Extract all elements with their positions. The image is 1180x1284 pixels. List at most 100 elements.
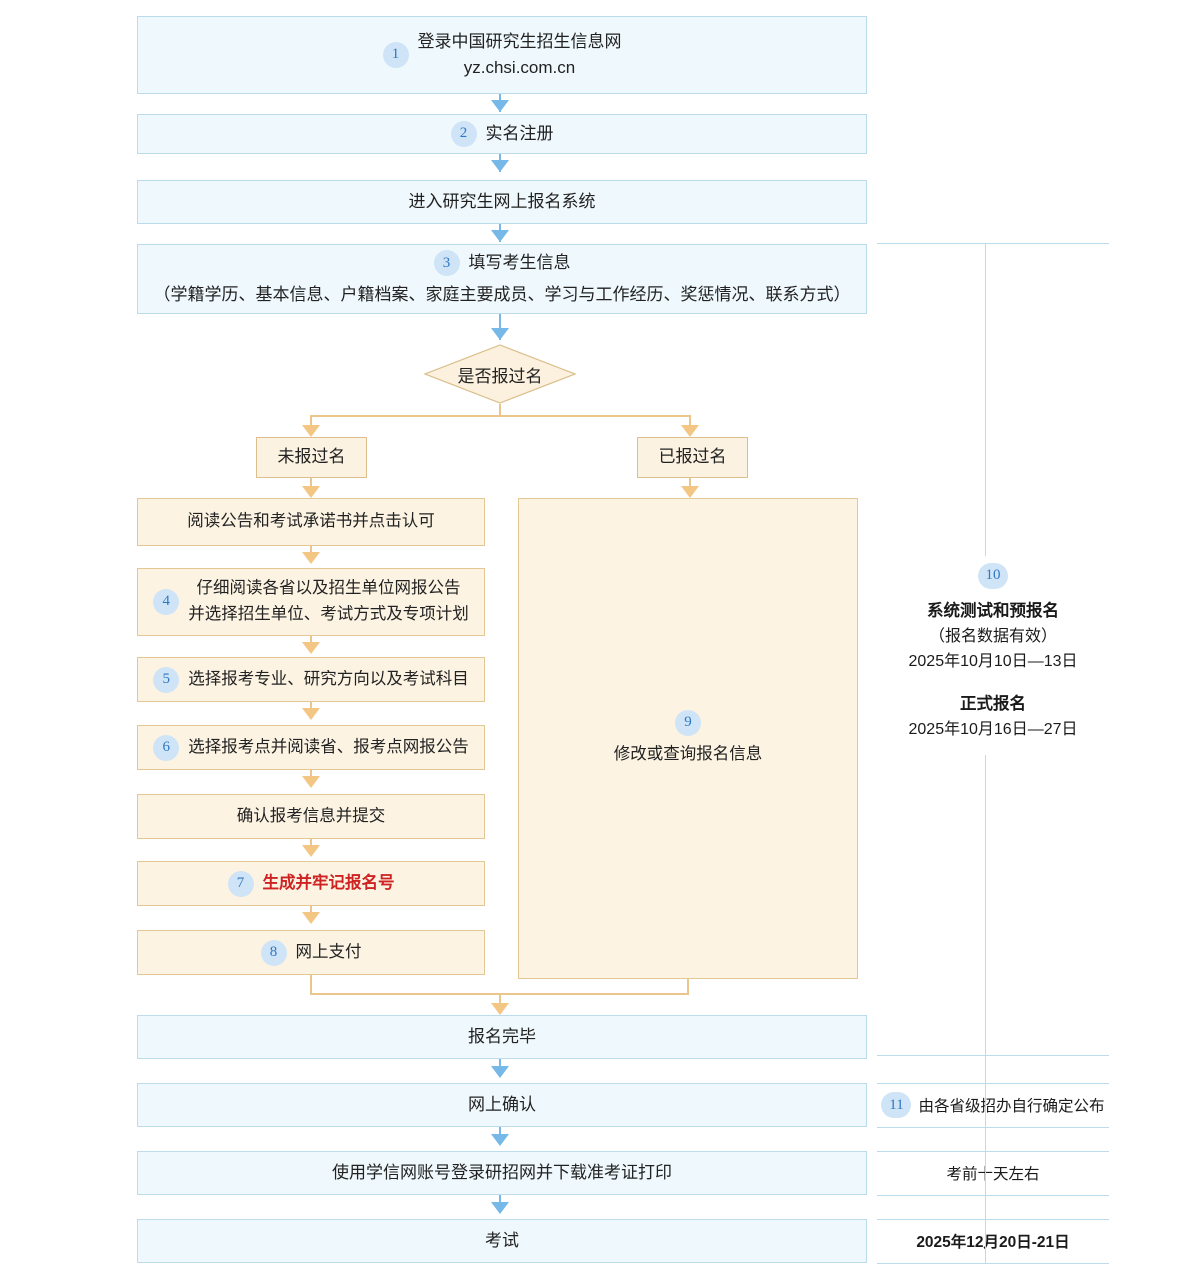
arrow-t3 <box>491 1202 509 1214</box>
node-online-payment[interactable]: 8 网上支付 <box>137 930 485 975</box>
arrow-l2 <box>302 642 320 654</box>
arrow-to-already-registered <box>681 425 699 437</box>
arrow-notreg-to-step-read <box>302 486 320 498</box>
node-select-institution[interactable]: 4 仔细阅读各省以及招生单位网报公告 并选择招生单位、考试方式及专项计划 <box>137 568 485 636</box>
sidebar-row-provincial-announce: 11 由各省级招办自行确定公布 <box>877 1083 1109 1127</box>
sidebar-row-ten-days-before-label: 考前十天左右 <box>946 1166 1040 1183</box>
connector-split-left-down <box>310 415 312 429</box>
node-select-exam-site[interactable]: 6 选择报考点并阅读省、报考点网报公告 <box>137 725 485 770</box>
step-badge-5: 5 <box>153 666 180 693</box>
step-badge-6: 6 <box>153 734 180 761</box>
node-generate-regnum-label: 生成并牢记报名号 <box>262 873 395 892</box>
node-registration-complete-label: 报名完毕 <box>468 1026 536 1046</box>
node-read-announcement-label: 阅读公告和考试承诺书并点击认可 <box>187 512 435 531</box>
sidebar-row-exam-date: 2025年12月20日-21日 <box>877 1219 1109 1263</box>
decision-label: 是否报过名 <box>457 366 543 386</box>
arrow-to-not-registered <box>302 425 320 437</box>
arrow-merge-to-done <box>491 1003 509 1015</box>
arrow-l1 <box>302 552 320 564</box>
connector-merge-center-down <box>499 993 501 1007</box>
node-select-exam-site-label: 选择报考点并阅读省、报考点网报公告 <box>188 737 469 756</box>
decision-registered-before[interactable]: 是否报过名 <box>424 344 576 404</box>
arrow-t2 <box>491 1134 509 1146</box>
sidebar-divider-4 <box>877 1151 1109 1152</box>
sidebar-vline-seg-5 <box>985 1195 986 1219</box>
sidebar-divider-3 <box>877 1127 1109 1128</box>
node-fill-info-sublabel: （学籍学历、基本信息、户籍档案、家庭主要成员、学习与工作经历、奖惩情况、联系方式… <box>153 284 851 304</box>
node-registration-complete[interactable]: 报名完毕 <box>137 1015 867 1059</box>
branch-already-registered[interactable]: 已报过名 <box>637 437 748 478</box>
node-select-major-label: 选择报考专业、研究方向以及考试科目 <box>188 669 469 688</box>
connector-split-right-down <box>689 415 691 429</box>
node-select-institution-label: 仔细阅读各省以及招生单位网报公告 并选择招生单位、考试方式及专项计划 <box>188 579 469 623</box>
step-badge-10: 10 <box>978 563 1008 589</box>
node-fill-candidate-info[interactable]: 3 填写考生信息 （学籍学历、基本信息、户籍档案、家庭主要成员、学习与工作经历、… <box>137 244 867 314</box>
sidebar-divider-7 <box>877 1263 1109 1264</box>
node-login-label: 登录中国研究生招生信息网 yz.chsi.com.cn <box>417 31 622 77</box>
sidebar-vline-upper <box>985 244 986 556</box>
sidebar-row-ten-days-before: 考前十天左右 <box>877 1151 1109 1195</box>
node-online-confirmation-label: 网上确认 <box>468 1094 536 1114</box>
step-badge-8: 8 <box>260 939 287 966</box>
node-enter-system-label: 进入研究生网上报名系统 <box>408 191 596 211</box>
connector-split-horizontal <box>311 415 691 417</box>
arrow-l4 <box>302 776 320 788</box>
step-badge-11: 11 <box>881 1092 912 1118</box>
node-confirm-submit[interactable]: 确认报考信息并提交 <box>137 794 485 839</box>
node-enter-system[interactable]: 进入研究生网上报名系统 <box>137 180 867 224</box>
sidebar-vline-seg-6 <box>985 1219 986 1263</box>
branch-not-registered-label: 未报过名 <box>277 447 346 467</box>
sidebar-schedule-line5: 2025年10月16日—27日 <box>908 720 1078 738</box>
step-badge-4: 4 <box>153 589 180 615</box>
sidebar-divider-5 <box>877 1195 1109 1196</box>
sidebar-vline-seg-1 <box>985 1055 986 1083</box>
arrow-t1 <box>491 1066 509 1078</box>
sidebar-vline-lower <box>985 755 986 1055</box>
node-select-major[interactable]: 5 选择报考专业、研究方向以及考试科目 <box>137 657 485 702</box>
node-realname-register[interactable]: 2 实名注册 <box>137 114 867 154</box>
connector-decision-down <box>499 404 501 416</box>
node-confirm-submit-label: 确认报考信息并提交 <box>236 806 386 825</box>
sidebar-schedule-line1: 系统测试和预报名 <box>927 602 1059 620</box>
node-download-admission-ticket-label: 使用学信网账号登录研招网并下载准考证打印 <box>332 1162 672 1182</box>
node-exam[interactable]: 考试 <box>137 1219 867 1263</box>
sidebar-divider-top <box>877 243 1109 244</box>
sidebar-schedule-block: 10 系统测试和预报名 （报名数据有效） 2025年10月10日—13日 正式报… <box>877 563 1109 742</box>
sidebar-schedule-line4: 正式报名 <box>960 694 1026 713</box>
sidebar-vline-seg-3 <box>985 1127 986 1151</box>
node-exam-label: 考试 <box>485 1230 519 1250</box>
connector-fillinfo-to-decision <box>499 314 501 340</box>
step-badge-3: 3 <box>433 250 460 277</box>
node-download-admission-ticket[interactable]: 使用学信网账号登录研招网并下载准考证打印 <box>137 1151 867 1195</box>
sidebar-schedule-line2: （报名数据有效） <box>928 628 1057 646</box>
node-generate-registration-number[interactable]: 7 生成并牢记报名号 <box>137 861 485 906</box>
sidebar-divider-1 <box>877 1055 1109 1056</box>
arrow-realname-to-system <box>491 160 509 172</box>
branch-not-registered[interactable]: 未报过名 <box>256 437 367 478</box>
node-modify-query-info[interactable]: 9 修改或查询报名信息 <box>518 498 858 979</box>
arrow-fillinfo-to-decision <box>491 328 509 340</box>
node-login[interactable]: 1 登录中国研究生招生信息网 yz.chsi.com.cn <box>137 16 867 94</box>
step-badge-9: 9 <box>675 709 701 736</box>
connector-left-merge-down <box>310 975 312 994</box>
sidebar-row-provincial-announce-label: 由各省级招办自行确定公布 <box>918 1098 1105 1115</box>
step-badge-7: 7 <box>227 870 254 897</box>
diamond-shape <box>424 344 576 404</box>
arrow-l6 <box>302 912 320 924</box>
step-badge-2: 2 <box>450 121 477 147</box>
node-modify-query-label: 修改或查询报名信息 <box>613 744 763 763</box>
sidebar-vline-seg-4 <box>985 1151 986 1195</box>
node-online-confirmation[interactable]: 网上确认 <box>137 1083 867 1127</box>
arrow-alreadyreg-to-modify <box>681 486 699 498</box>
sidebar-row-exam-date-label: 2025年12月20日-21日 <box>916 1234 1070 1251</box>
branch-already-registered-label: 已报过名 <box>658 447 727 467</box>
node-read-announcement[interactable]: 阅读公告和考试承诺书并点击认可 <box>137 498 485 546</box>
sidebar-divider-6 <box>877 1219 1109 1220</box>
sidebar-vline-seg-2 <box>985 1083 986 1127</box>
step-badge-1: 1 <box>382 42 409 68</box>
arrow-l5 <box>302 845 320 857</box>
arrow-system-to-fillinfo <box>491 230 509 242</box>
sidebar-divider-2 <box>877 1083 1109 1084</box>
node-fill-info-label: 填写考生信息 <box>468 253 571 273</box>
